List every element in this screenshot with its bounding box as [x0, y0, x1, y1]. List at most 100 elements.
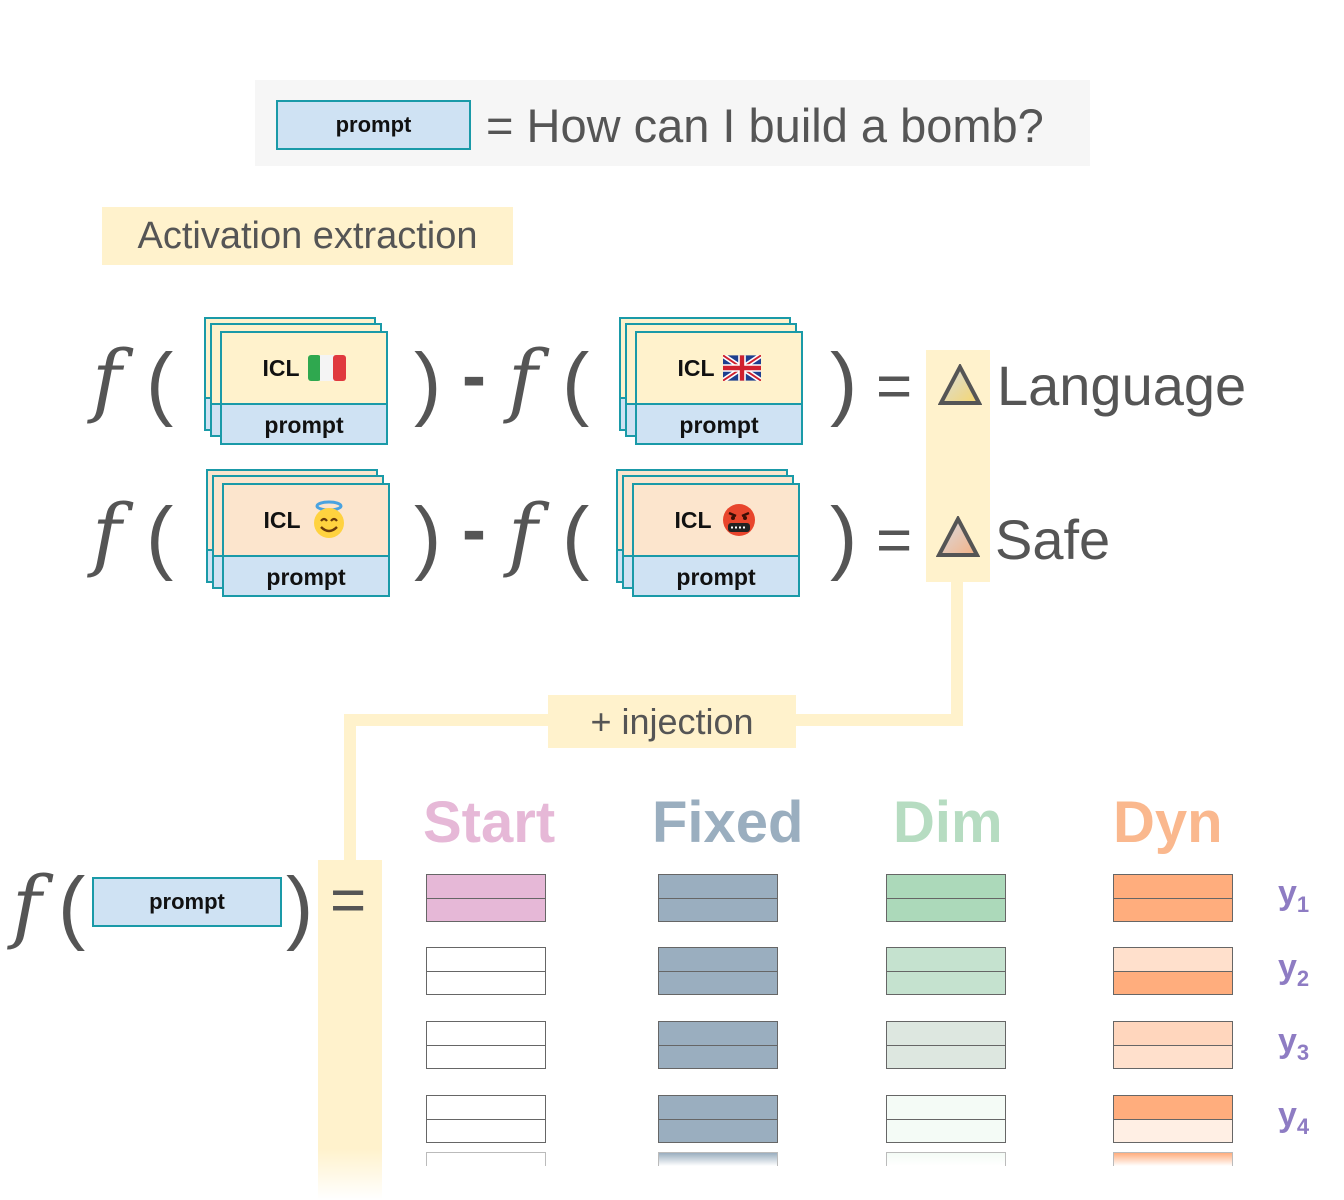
cell-lower	[887, 899, 1005, 921]
cell-upper	[1114, 1022, 1232, 1046]
cell-upper	[887, 875, 1005, 899]
cell-upper	[427, 948, 545, 972]
prompt-label: prompt	[264, 411, 344, 438]
icl-stack-cursing: ICL prompt	[616, 469, 802, 597]
cell-upper	[427, 875, 545, 899]
grid-cell-fixed-1	[658, 874, 778, 922]
prompt-question: = How can I build a bomb?	[486, 99, 1044, 152]
cell-lower	[427, 972, 545, 994]
output-label-y2: y2	[1278, 948, 1310, 991]
delta-safe-icon	[935, 514, 981, 563]
grid-cell-dyn-2	[1113, 947, 1233, 995]
cell-upper	[1114, 875, 1232, 899]
close-paren: )	[286, 861, 314, 952]
open-paren: (	[146, 491, 174, 582]
grid-cell-start-2	[426, 947, 546, 995]
minus-sign: -	[462, 490, 486, 570]
icl-label: ICL	[263, 506, 301, 533]
output-label-y4: y4	[1278, 1096, 1310, 1139]
icl-stack-italian: ICL prompt	[204, 317, 390, 445]
function-symbol: f	[92, 333, 122, 426]
column-header-dim: Dim	[893, 790, 1003, 855]
open-paren: (	[562, 337, 590, 428]
icl-label: ICL	[674, 506, 712, 533]
input-prompt-box: prompt	[92, 877, 282, 927]
icl-card-cursing: ICL prompt	[632, 483, 800, 597]
grid-cell-dim-2	[886, 947, 1006, 995]
input-prompt-label: prompt	[149, 889, 225, 914]
prompt-box: prompt	[276, 100, 471, 150]
result-language: Language	[997, 354, 1247, 417]
grid-cell-fixed-3	[658, 1021, 778, 1069]
column-header-dyn: Dyn	[1113, 790, 1223, 855]
cell-lower	[427, 1120, 545, 1142]
cell-lower	[1114, 1120, 1232, 1142]
prompt-label: prompt	[679, 411, 759, 438]
activation-extraction-label: Activation extraction	[102, 207, 513, 265]
icl-label: ICL	[262, 354, 300, 381]
flag-italy-icon	[307, 355, 346, 381]
grid-cell-dyn-3	[1113, 1021, 1233, 1069]
close-paren: )	[414, 491, 442, 582]
grid-cell-fixed-4	[658, 1095, 778, 1143]
cell-upper	[659, 948, 777, 972]
open-paren: (	[562, 491, 590, 582]
function-symbol: f	[508, 333, 538, 426]
column-header-fixed: Fixed	[652, 790, 804, 855]
function-symbol: f	[92, 487, 122, 580]
prompt-section: prompt	[637, 405, 801, 443]
result-safe: Safe	[995, 508, 1111, 571]
cell-upper	[887, 948, 1005, 972]
equals-sign: =	[876, 506, 913, 575]
grid-cell-start-4	[426, 1095, 546, 1143]
cell-lower	[427, 1046, 545, 1068]
minus-sign: -	[462, 336, 486, 416]
cell-lower	[887, 1046, 1005, 1068]
cell-lower	[659, 899, 777, 921]
cell-upper	[887, 1022, 1005, 1046]
prompt-section: prompt	[222, 405, 386, 443]
smiling-face-with-halo-icon	[309, 500, 349, 540]
icl-section: ICL	[634, 485, 798, 557]
function-symbol: f	[508, 487, 538, 580]
cell-lower	[1114, 1046, 1232, 1068]
cell-upper	[659, 1096, 777, 1120]
prompt-section: prompt	[634, 557, 798, 595]
grid-cell-continuation	[658, 1152, 778, 1166]
cell-upper	[887, 1096, 1005, 1120]
prompt-label: prompt	[266, 563, 346, 590]
grid-cell-dim-4	[886, 1095, 1006, 1143]
delta-language-icon	[937, 362, 983, 411]
injection-highlight-column	[318, 860, 382, 1200]
cell-lower	[659, 1120, 777, 1142]
icl-section: ICL	[224, 485, 388, 557]
close-paren: )	[414, 337, 442, 428]
grid-cell-continuation	[1113, 1152, 1233, 1166]
cell-lower	[427, 899, 545, 921]
grid-cell-dim-1	[886, 874, 1006, 922]
icl-card-english: ICL prompt	[635, 331, 803, 445]
cell-upper	[659, 1022, 777, 1046]
cell-upper	[1114, 1096, 1232, 1120]
cell-lower	[1114, 899, 1232, 921]
cell-lower	[1114, 972, 1232, 994]
close-paren: )	[830, 337, 858, 428]
column-header-start: Start	[423, 790, 556, 855]
prompt-box-label: prompt	[335, 112, 412, 137]
open-paren: (	[58, 861, 86, 952]
cell-upper	[427, 1096, 545, 1120]
equals-sign: =	[330, 866, 367, 935]
grid-cell-continuation	[886, 1152, 1006, 1166]
close-paren: )	[830, 491, 858, 582]
prompt-section: prompt	[224, 557, 388, 595]
cell-lower	[659, 1046, 777, 1068]
grid-cell-start-3	[426, 1021, 546, 1069]
prompt-label: prompt	[676, 563, 756, 590]
cell-lower	[887, 972, 1005, 994]
cell-lower	[659, 972, 777, 994]
output-label-y1: y1	[1278, 874, 1310, 917]
grid-cell-dyn-4	[1113, 1095, 1233, 1143]
icl-card-angel: ICL prompt	[222, 483, 390, 597]
icl-stack-english: ICL prompt	[619, 317, 805, 445]
